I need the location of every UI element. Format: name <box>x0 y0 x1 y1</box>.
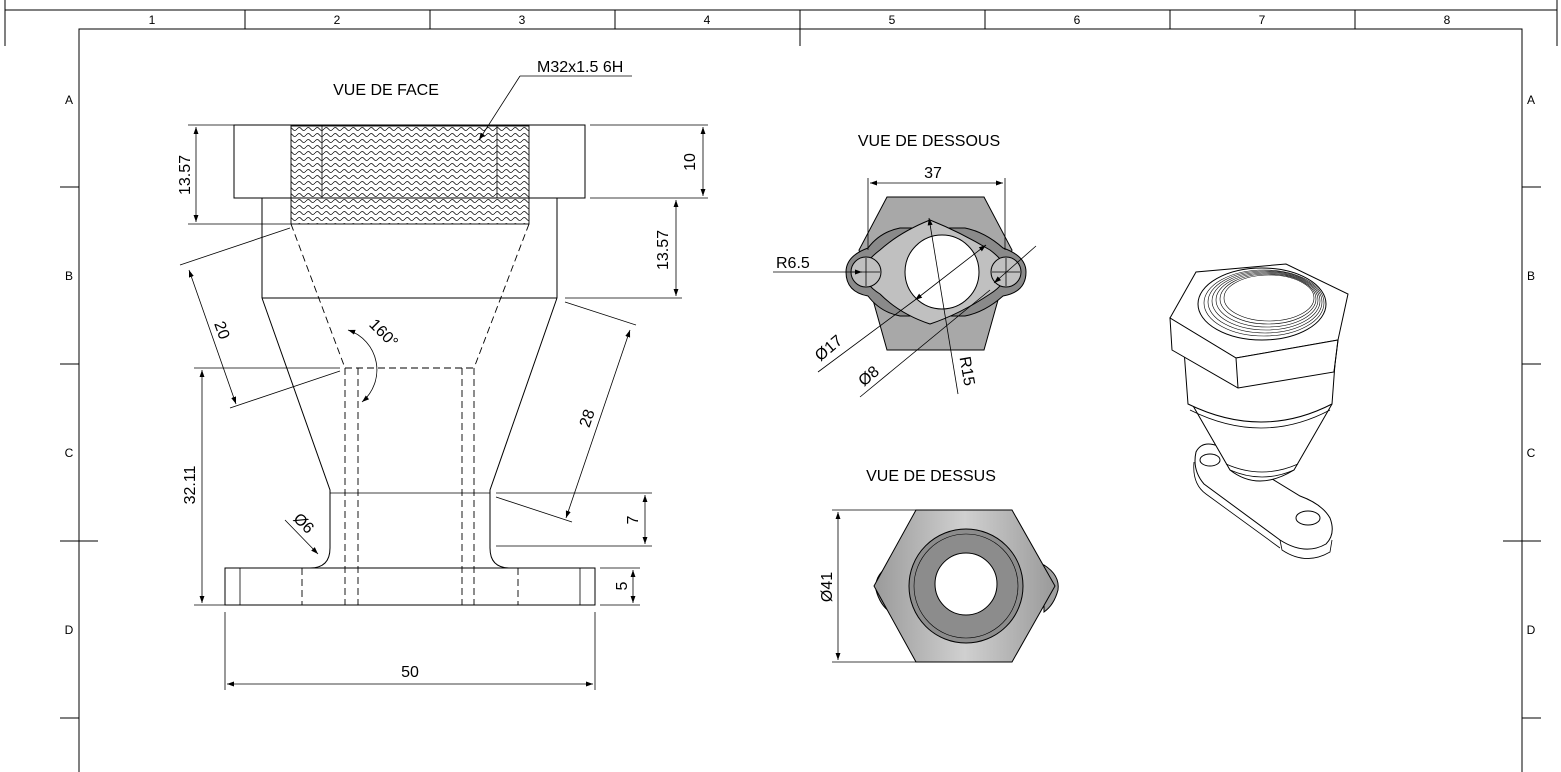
bottom-view-title: VUE DE DESSOUS <box>858 133 1000 150</box>
dim-slant-20: 20 <box>210 319 232 342</box>
thread-hatch <box>290 125 530 225</box>
dim-neck-7: 7 <box>625 515 642 524</box>
zone-row-b-right: B <box>1527 269 1535 283</box>
dim-hex-height-right: 10 <box>682 153 699 171</box>
front-view-title: VUE DE FACE <box>333 82 439 99</box>
dim-outer-dia: Ø17 <box>812 332 846 365</box>
dim-body-radius: R15 <box>956 355 978 387</box>
thread-callout: M32x1.5 6H <box>537 59 623 76</box>
dim-angle: 160° <box>365 316 400 351</box>
bottom-view: VUE DE DESSOUS 37 R6.5 Ø17 Ø8 R15 <box>773 133 1037 398</box>
zone-col-3: 3 <box>519 13 526 27</box>
dim-lug-radius: R6.5 <box>776 255 810 272</box>
zone-row-d-right: D <box>1527 623 1536 637</box>
top-view-title: VUE DE DESSUS <box>866 468 996 485</box>
zone-row-a-left: A <box>65 93 73 107</box>
zone-row-b-left: B <box>65 269 73 283</box>
zone-row-c-left: C <box>65 446 74 460</box>
dim-hex-height-left: 13.57 <box>177 155 194 195</box>
zone-row-d-left: D <box>65 623 74 637</box>
zone-col-8: 8 <box>1444 13 1451 27</box>
zone-row-labels: A B C D A B C D <box>65 93 1536 637</box>
dim-bore-height: 32.11 <box>182 465 199 504</box>
zone-column-labels: 1 2 3 4 5 6 7 8 <box>149 13 1451 27</box>
dim-collar-height: 13.57 <box>655 230 672 270</box>
dim-slant-28: 28 <box>577 407 599 429</box>
zone-col-4: 4 <box>704 13 711 27</box>
front-view: VUE DE FACE M32x1.5 6H <box>177 59 708 690</box>
dim-fillet-dia: Ø6 <box>290 510 317 537</box>
zone-col-1: 1 <box>149 13 156 27</box>
zone-col-2: 2 <box>334 13 341 27</box>
dim-flange-width: 50 <box>401 664 419 681</box>
zone-col-6: 6 <box>1074 13 1081 27</box>
zone-col-5: 5 <box>889 13 896 27</box>
dim-hex-dia: Ø41 <box>819 572 836 602</box>
zone-row-a-right: A <box>1527 93 1535 107</box>
dim-bottom-width: 37 <box>924 165 942 182</box>
isometric-part-icon <box>1169 263 1349 559</box>
zone-col-7: 7 <box>1259 13 1266 27</box>
dim-hole-dia: Ø8 <box>855 363 882 390</box>
zone-row-c-right: C <box>1527 446 1536 460</box>
dim-flange-5: 5 <box>614 581 631 590</box>
sheet-frame <box>4 0 1558 772</box>
top-view: VUE DE DESSUS Ø41 <box>819 468 1059 663</box>
